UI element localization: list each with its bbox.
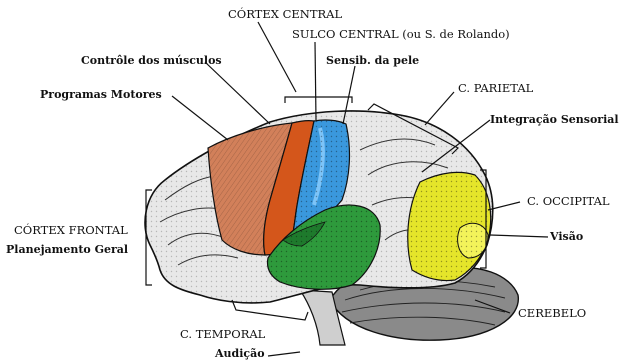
label-cerebelo: CEREBELO [518,307,586,320]
label-c-parietal: C. PARIETAL [458,82,533,95]
label-integracao-sensorial: Integração Sensorial [490,113,619,126]
label-c-occipital: C. OCCIPITAL [527,195,610,208]
label-cortex-central: CÓRTEX CENTRAL [228,8,342,21]
label-sulco-central: SULCO CENTRAL (ou S. de Rolando) [292,28,510,41]
label-c-temporal: C. TEMPORAL [180,328,265,341]
label-visao: Visão [550,230,583,243]
bracket-cortex-central [285,97,352,103]
label-cortex-frontal: CÓRTEX FRONTAL [14,224,128,237]
label-sensib-pele: Sensib. da pele [326,54,419,67]
label-controle-musculos: Contrôle dos músculos [81,54,222,67]
label-planejamento-geral: Planejamento Geral [6,243,128,256]
occipital-texture [408,172,491,280]
label-audicao: Audição [215,347,265,360]
label-programas-motores: Programas Motores [40,88,162,101]
